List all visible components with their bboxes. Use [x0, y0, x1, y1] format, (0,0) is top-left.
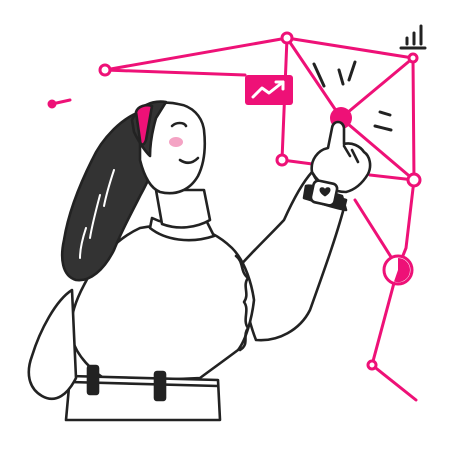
network-line: [339, 116, 416, 182]
tap-burst-lines: [312, 60, 393, 132]
network-node: [275, 153, 289, 167]
tap-target-icon: [312, 60, 393, 132]
network-line: [285, 36, 415, 60]
smile: [178, 156, 200, 165]
lowered-arm: [27, 288, 78, 401]
network-node: [406, 172, 422, 188]
bar-chart-icon: [399, 24, 427, 50]
network-line: [411, 56, 416, 182]
network-line: [339, 56, 415, 120]
shirt-sleeve-ruffle: [234, 254, 250, 352]
neck: [154, 188, 212, 229]
belt-loop: [153, 370, 167, 402]
headband: [134, 103, 154, 146]
network-line: [370, 363, 418, 402]
cheek-blush: [169, 137, 183, 147]
hair-shine: [79, 169, 115, 259]
network-nodes: [47, 31, 422, 371]
network-node: [407, 52, 419, 64]
network-line: [103, 68, 247, 77]
smartwatch-heart-icon: [302, 179, 348, 212]
belt-loop: [86, 364, 100, 396]
network-node: [366, 359, 378, 371]
network-line: [103, 36, 289, 72]
pants: [64, 374, 222, 422]
network-node: [98, 63, 112, 77]
pie-chart-icon: [382, 254, 414, 286]
network-line: [285, 36, 343, 120]
shirt: [69, 223, 256, 384]
pointing-hand: [310, 120, 372, 194]
hair: [60, 110, 164, 282]
network-node: [47, 99, 57, 109]
eye: [170, 121, 188, 128]
trend-up-card-icon: [245, 75, 293, 105]
face: [138, 101, 207, 195]
network-node: [280, 31, 294, 45]
woman-figure: [27, 100, 372, 422]
